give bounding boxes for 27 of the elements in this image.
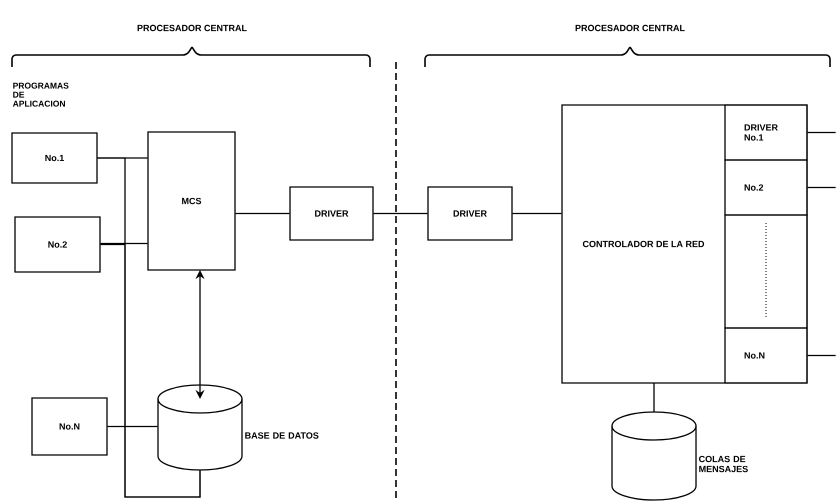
- connector-line: [808, 186, 836, 188]
- section-title: PROCESADOR CENTRAL: [138, 24, 247, 32]
- node-label: BASE DE DATOS: [245, 432, 318, 439]
- connector-line: [512, 212, 562, 214]
- connector-line: [653, 383, 655, 412]
- driver-cell: No.2: [724, 159, 808, 216]
- connector-line: [108, 426, 158, 428]
- process-box: No.N: [31, 397, 108, 456]
- database-cylinder: BASE DE DATOS: [157, 384, 318, 471]
- process-box: DRIVER: [427, 186, 513, 241]
- process-box: No.1: [11, 132, 98, 184]
- connector-line: [808, 354, 836, 356]
- connector-line: [236, 212, 290, 214]
- process-box: No.2: [14, 216, 101, 273]
- connector-line: [808, 132, 836, 134]
- section-title: PROCESADOR CENTRAL: [576, 24, 685, 32]
- connector-line: [100, 244, 201, 498]
- driver-cell: DRIVER No.1: [724, 104, 808, 161]
- process-box: DRIVER: [289, 186, 374, 241]
- node-label: COLAS DE MENSAJES: [699, 456, 748, 472]
- database-cylinder: COLAS DE MENSAJES: [611, 411, 748, 501]
- connector-line: [374, 212, 428, 214]
- connector-line: [100, 242, 148, 244]
- group-label: PROGRAMAS DE APLICACION: [12, 82, 68, 107]
- process-box: MCS: [147, 131, 236, 271]
- driver-cell: [724, 214, 808, 329]
- driver-cell: No.N: [724, 327, 808, 384]
